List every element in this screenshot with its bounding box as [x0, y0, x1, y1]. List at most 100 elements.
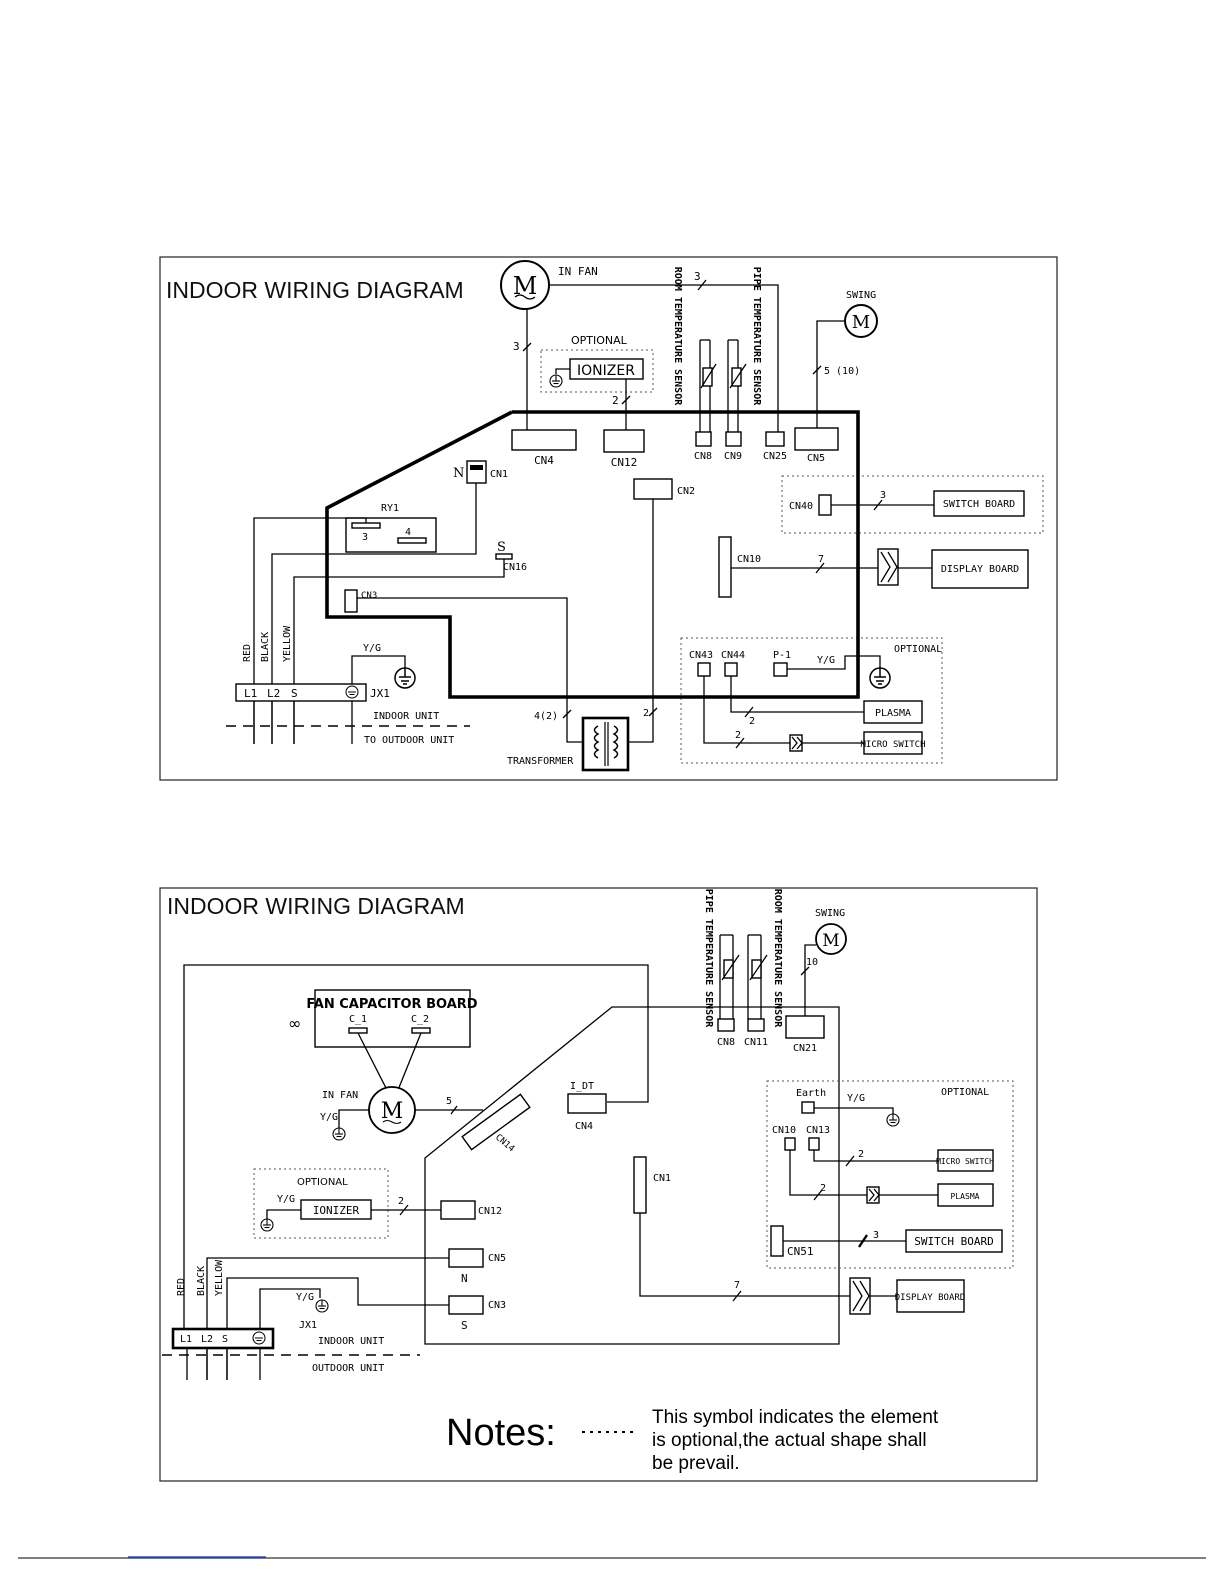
red-wire [253, 517, 367, 744]
cn1-label-2: CN1 [653, 1173, 671, 1184]
micro-switch-box [863, 731, 923, 755]
diagram-2: INDOOR WIRING DIAGRAM PIPE TEMPERATURE S… [159, 887, 1038, 1482]
in-fan-label-2: IN FAN [322, 1090, 358, 1101]
optional-right-label: OPTIONAL [894, 644, 942, 655]
fan-capacitor-board-label: FAN CAPACITOR BOARD [306, 997, 477, 1012]
cn10-connector [718, 536, 732, 598]
notes-line-1: This symbol indicates the element [652, 1407, 939, 1428]
pipe-temperature-sensor-label-2: PIPE TEMPERATURE SENSOR [703, 889, 714, 1028]
count-fan-top: 3 [694, 270, 701, 283]
room-temperature-sensor-label-2: ROOM TEMPERATURE SENSOR [772, 889, 783, 1028]
cn2-label: CN2 [677, 486, 695, 497]
earth-ground-wire [814, 1107, 894, 1114]
yg-fan-label: Y/G [320, 1112, 338, 1123]
count-micro-2: 2 [858, 1149, 864, 1160]
fan-capacitor-board [314, 989, 471, 1048]
c2-connector [411, 1027, 431, 1034]
tick [562, 709, 572, 719]
optional-ionizer-label: OPTIONAL [571, 334, 628, 347]
diagram-2-board-outline [424, 1006, 840, 1345]
outdoor-unit-label-2: OUTDOOR UNIT [312, 1363, 384, 1374]
swing-label: SWING [846, 290, 876, 301]
cn25-label: CN25 [763, 451, 787, 462]
cn11-connector-2 [747, 1018, 765, 1032]
cn11-label-2: CN11 [744, 1037, 768, 1048]
swing-wire [816, 320, 845, 428]
micro-switch-wire-2 [813, 1150, 938, 1162]
yg-ground-wire [351, 655, 406, 684]
cn1-connector [466, 460, 487, 484]
optional-right-region-2 [766, 1080, 1014, 1269]
ionizer-ground-icon-2 [260, 1218, 274, 1232]
cn10-connector-2 [784, 1137, 796, 1151]
count-switch: 3 [880, 490, 886, 501]
diagram-1-title: INDOOR WIRING DIAGRAM [166, 277, 464, 303]
tick [399, 1204, 409, 1216]
s-label-2: S [461, 1319, 468, 1332]
terminal-ground-icon [345, 685, 359, 699]
plasma-wire-2 [789, 1150, 867, 1196]
terminal-ground-icon-2 [315, 1299, 329, 1313]
cn16-connector [495, 553, 513, 560]
black-wire [271, 483, 477, 744]
ionizer-ground-icon [549, 374, 563, 388]
tick [648, 707, 658, 717]
ionizer-ground-wire-2 [266, 1209, 301, 1219]
cn4-connector-2 [567, 1093, 607, 1114]
cn2-connector [633, 478, 673, 500]
display-board-label: DISPLAY BOARD [941, 564, 1019, 575]
cn13-label: CN13 [806, 1125, 830, 1136]
in-fan-ground-wire [338, 1109, 369, 1128]
transformer-label: TRANSFORMER [507, 756, 574, 767]
indoor-unit-label: INDOOR UNIT [373, 711, 439, 722]
cn3-label: CN3 [361, 591, 377, 601]
notes-line-3: be prevail. [652, 1453, 740, 1474]
tick [732, 1290, 742, 1302]
micro-switch-box-2 [937, 1149, 994, 1172]
ionizer-label-2: IONIZER [313, 1204, 360, 1217]
yg-right-label: Y/G [817, 655, 835, 666]
plasma-box [863, 700, 923, 724]
plasma-label: PLASMA [875, 708, 911, 719]
room-temperature-sensor [699, 339, 717, 432]
plasma-connector-icon-2 [866, 1186, 880, 1204]
count-switch-2: 3 [873, 1230, 879, 1241]
cn4-label: CN4 [534, 454, 554, 467]
yellow-wire-label-2: YELLOW [214, 1259, 225, 1296]
micro-switch-label-2: MICRO SWITCH [936, 1157, 994, 1166]
yg-term-label: Y/G [296, 1292, 314, 1303]
cn4-label-2: CN4 [575, 1121, 593, 1132]
cn40-label: CN40 [789, 501, 813, 512]
cn3-label-2: CN3 [488, 1300, 506, 1311]
count-transformer-right: 2 [643, 708, 649, 719]
tick [815, 562, 825, 574]
terminal-s: S [291, 687, 298, 700]
ionizer-ground-wire [555, 368, 570, 374]
terminal-block-jx1-2 [171, 1327, 275, 1350]
optional-ionizer-region-2 [253, 1168, 389, 1239]
c1-label: C_1 [349, 1014, 367, 1025]
cn8-connector [695, 431, 712, 447]
display-board-wire-2 [639, 1213, 850, 1297]
cn3-connector [344, 589, 358, 613]
notes-label: Notes: [446, 1412, 556, 1454]
swing-motor-symbol-2: M [822, 931, 839, 951]
cn5-connector-2 [448, 1248, 484, 1268]
yellow-wire [293, 559, 505, 744]
count-display: 7 [818, 554, 824, 565]
tick [621, 395, 631, 405]
tick [697, 279, 707, 291]
p1-connector [773, 662, 788, 677]
count-display-2: 7 [734, 1280, 740, 1291]
cn43-connector [697, 662, 711, 677]
yg-ground-wire-2 [259, 1288, 321, 1329]
tick [744, 706, 754, 718]
cn44-connector [724, 662, 738, 677]
cn1-connector-2 [633, 1156, 647, 1214]
ry1-label: RY1 [381, 503, 399, 514]
ry1-pin3 [351, 522, 381, 529]
cn8-connector-2 [717, 1018, 735, 1032]
display-board-box [931, 549, 1029, 589]
count-micro: 2 [735, 730, 741, 741]
